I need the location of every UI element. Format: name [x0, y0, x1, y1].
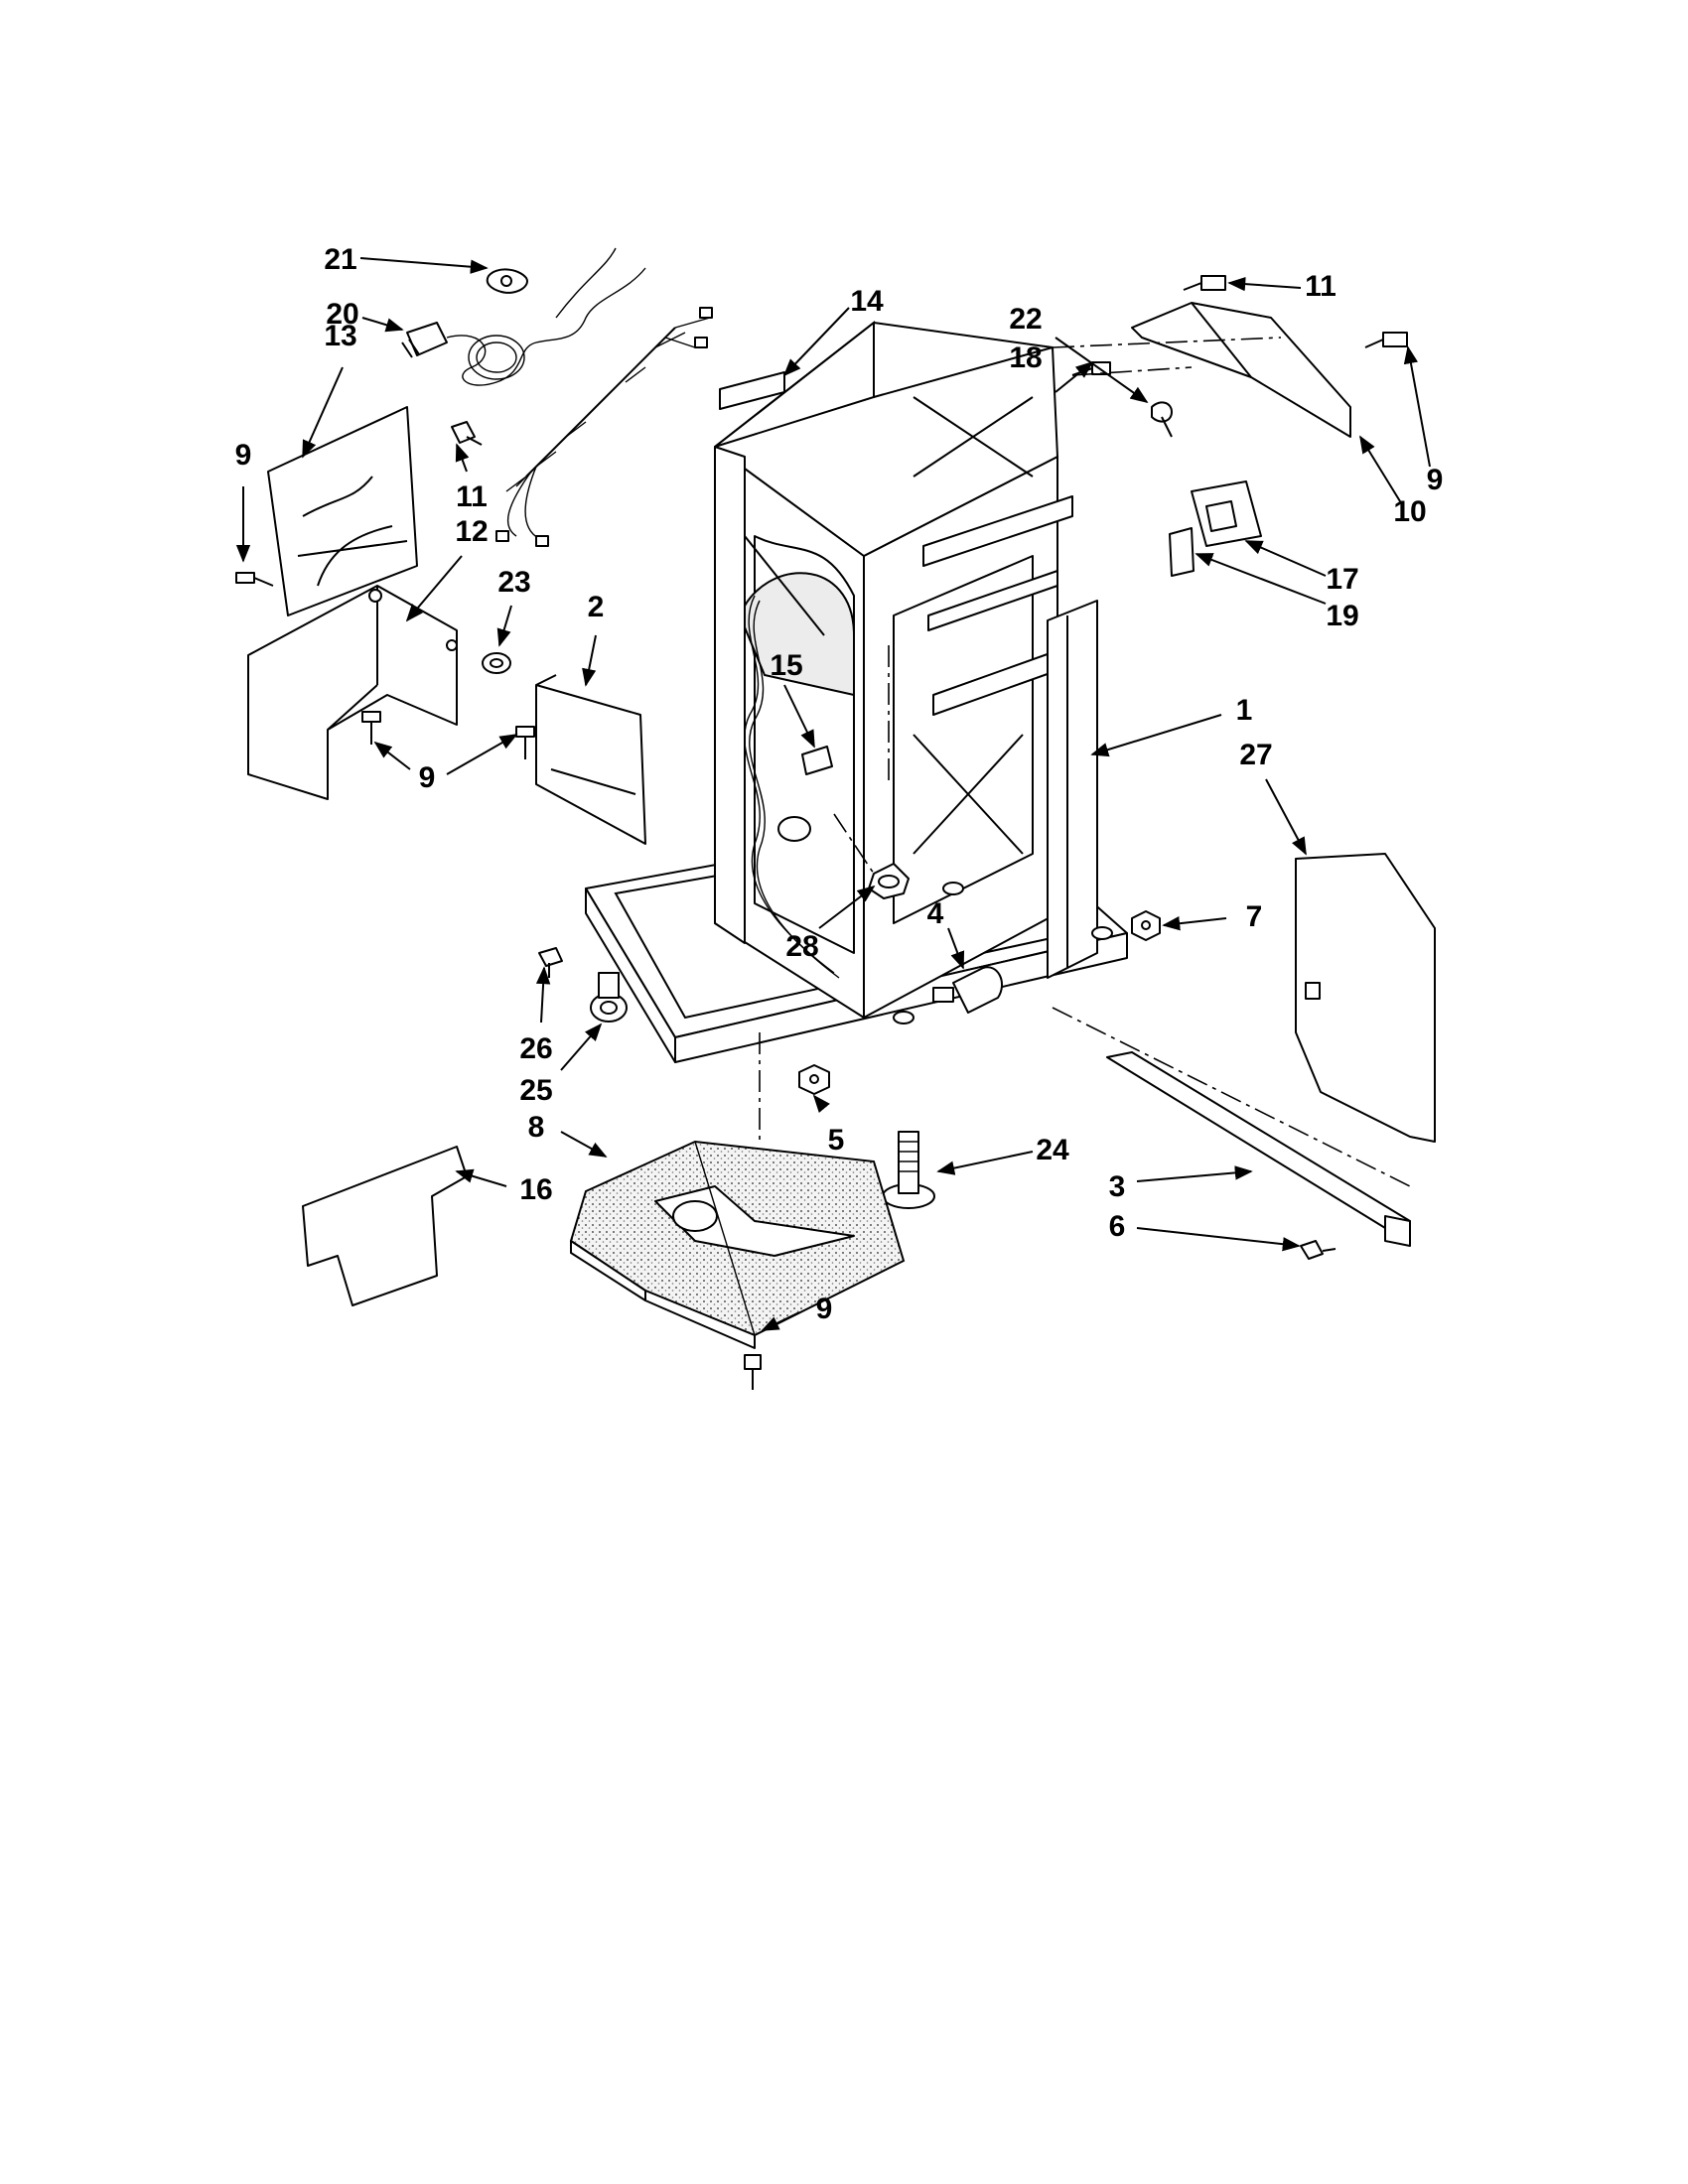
callout-7: 7: [1246, 900, 1263, 933]
part-13-side-panel: [267, 406, 418, 616]
part-2-shield: [535, 674, 646, 845]
callout-11: 11: [456, 480, 488, 513]
callout-26: 26: [519, 1032, 552, 1065]
callout-21: 21: [324, 243, 356, 276]
part-23-grommet: [482, 652, 511, 674]
part-24-leveling-leg: [882, 1131, 935, 1209]
callout-9: 9: [419, 761, 436, 794]
callout-8: 8: [528, 1111, 545, 1144]
part-5-nut: [798, 1064, 830, 1095]
callout-3: 3: [1109, 1170, 1126, 1203]
part-15-clip: [801, 746, 833, 775]
callout-14: 14: [850, 285, 884, 318]
callout-10: 10: [1393, 495, 1426, 528]
part-25-clamp: [590, 972, 628, 1023]
callout-16: 16: [519, 1173, 552, 1206]
callout-20: 20: [326, 298, 358, 331]
callout-2: 2: [588, 591, 605, 623]
callout-28: 28: [785, 930, 818, 963]
callout-9: 9: [816, 1293, 833, 1325]
part-11-harness-screw: [451, 421, 483, 446]
part-6-screw: [1300, 1240, 1336, 1260]
callout-9: 9: [1427, 464, 1444, 496]
callout-12: 12: [455, 515, 488, 548]
part-19-switch-bracket: [1169, 527, 1195, 577]
callout-leaders: [235, 257, 1431, 1331]
callout-numbers: 21 20 13 9 11 12 23 2 9 14 22 18 11 9 10…: [235, 243, 1444, 1325]
callout-19: 19: [1326, 600, 1358, 632]
callout-13: 13: [324, 320, 356, 352]
callout-5: 5: [828, 1124, 845, 1157]
part-11-top-screw: [1183, 275, 1226, 291]
callout-24: 24: [1036, 1134, 1069, 1166]
part-22-ground-screw: [1151, 401, 1173, 438]
callout-15: 15: [770, 649, 802, 682]
part-20-power-cord: [401, 247, 646, 386]
part-26-screw: [538, 947, 563, 978]
part-27-rear-panel: [1295, 853, 1436, 1143]
part-14-bracket: [719, 371, 785, 410]
cabinet-frame: [585, 320, 1128, 1063]
part-9-top-screw: [1364, 332, 1408, 348]
part-9-screws-cover: [235, 572, 535, 759]
callout-17: 17: [1326, 563, 1358, 596]
part-8-base-tray: [569, 1140, 906, 1349]
part-12-electrical-cover: [247, 585, 458, 800]
part-9-bottom-screw: [744, 1354, 762, 1390]
callout-4: 4: [927, 897, 944, 930]
callout-18: 18: [1009, 341, 1042, 374]
callout-9: 9: [235, 439, 252, 472]
callout-1: 1: [1236, 694, 1253, 727]
part-3-rail: [1106, 1051, 1411, 1247]
callout-11: 11: [1305, 270, 1336, 303]
callout-25: 25: [519, 1074, 552, 1107]
callout-22: 22: [1009, 303, 1042, 336]
part-17-switch: [1191, 480, 1262, 547]
part-16-insulation-pad: [302, 1146, 468, 1306]
callout-6: 6: [1109, 1210, 1126, 1243]
wire-harness: [495, 307, 713, 547]
part-7-nut: [1131, 910, 1161, 941]
part-4-actuator: [932, 966, 1003, 1014]
callout-23: 23: [497, 566, 530, 599]
callout-27: 27: [1239, 739, 1272, 771]
part-21-ground-clip: [486, 268, 528, 294]
